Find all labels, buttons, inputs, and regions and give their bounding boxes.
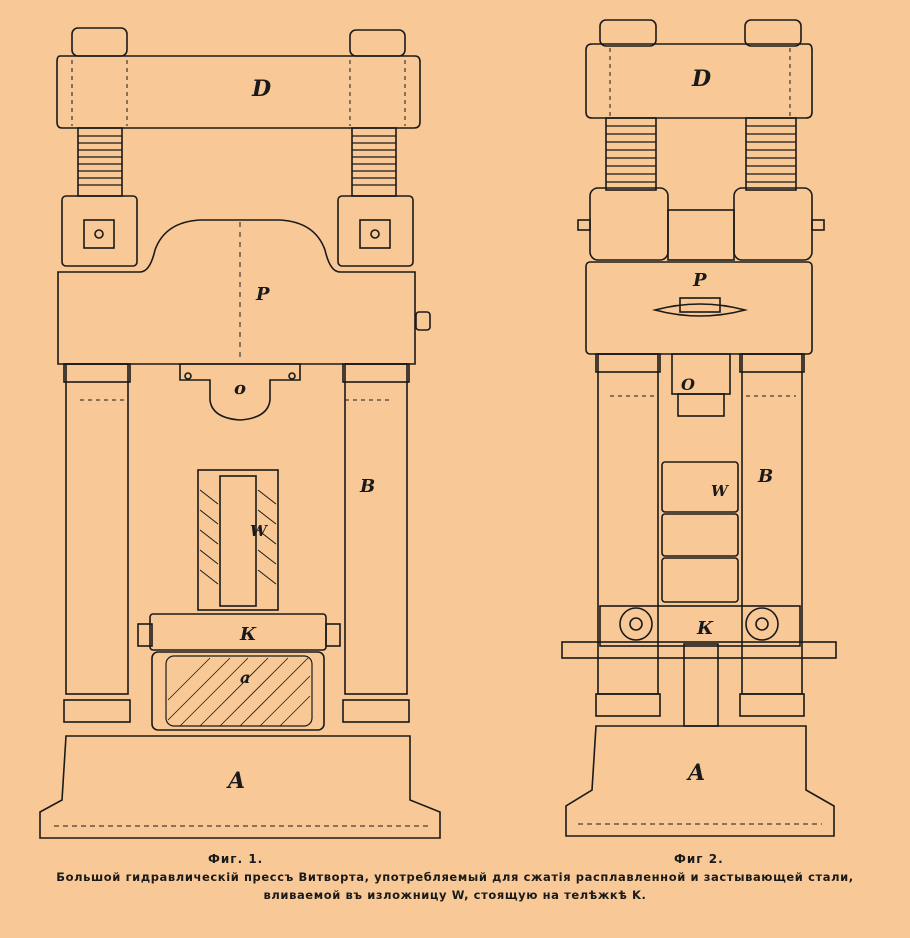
- figure-2-title: Фиг 2.: [674, 852, 724, 866]
- caption-line-1: Большой гидравлическій прессъ Витворта, …: [56, 870, 854, 884]
- label-d-fig2: D: [691, 66, 711, 92]
- column-left-fig1: [65, 363, 129, 695]
- cylinder-p-fig1: [57, 219, 416, 365]
- label-p-fig1: P: [255, 284, 270, 305]
- truck-k-fig1: [149, 613, 327, 651]
- label-w-fig1: W: [250, 522, 269, 540]
- figure-1: [39, 27, 441, 839]
- block-a-fig1: [151, 651, 325, 731]
- screw-left-fig1: [77, 127, 123, 197]
- label-d-fig1: D: [251, 76, 271, 102]
- label-k-fig2: К: [696, 618, 714, 639]
- label-a-fig1: A: [226, 768, 245, 794]
- crosshead-d-fig1: [56, 55, 421, 129]
- column-right-fig2: [741, 353, 803, 695]
- mould-w-fig2: [661, 461, 739, 513]
- label-o-fig1: o: [234, 378, 246, 399]
- rail-fig2: [561, 641, 837, 659]
- crosshead-d-fig2: [585, 43, 813, 119]
- base-a-fig1: [39, 735, 441, 839]
- figure-1-title: Фиг. 1.: [208, 852, 264, 866]
- screw-right-fig1: [351, 127, 397, 197]
- column-left-fig2: [597, 353, 659, 695]
- screw-left-fig2: [605, 117, 657, 191]
- label-w-fig2: W: [711, 482, 730, 500]
- column-right-fig1: [344, 363, 408, 695]
- label-a-fig2: A: [686, 760, 705, 786]
- caption-line-2: вливаемой въ изложницу W, стоящую на тел…: [263, 888, 647, 902]
- label-o-fig2: O: [681, 375, 695, 394]
- label-p-fig2: P: [692, 270, 707, 291]
- mould-w-fig1: [197, 469, 279, 611]
- truck-k-fig2: [599, 605, 801, 647]
- figure-2: [561, 19, 837, 837]
- screw-right-fig2: [745, 117, 797, 191]
- base-a-fig2: [565, 725, 835, 837]
- label-k-fig1: К: [239, 624, 257, 645]
- label-b-fig2: B: [757, 466, 773, 487]
- label-a-small-fig1: a: [240, 668, 250, 687]
- ram-o-fig1: [179, 363, 301, 421]
- label-b-fig1: B: [359, 476, 375, 497]
